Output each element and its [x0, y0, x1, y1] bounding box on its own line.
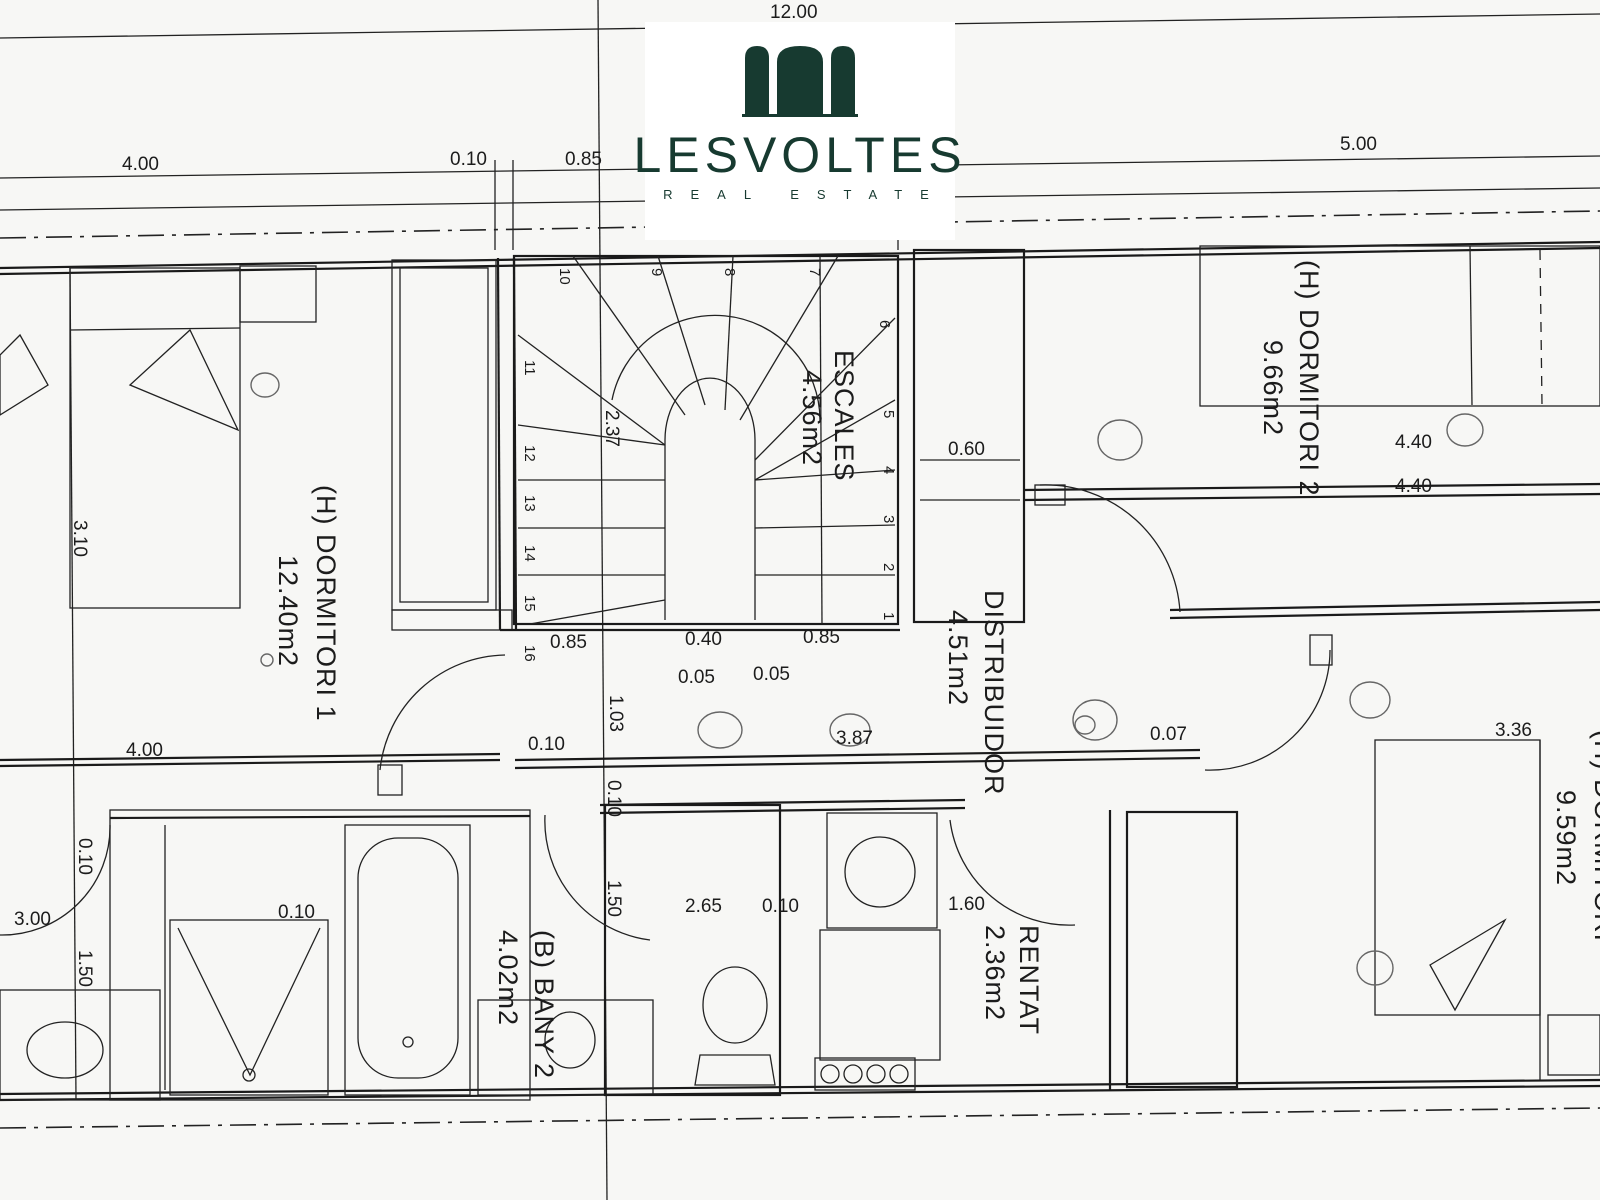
dim-bath-h: 1.50	[74, 950, 95, 987]
stair-step-number: 11	[521, 360, 538, 376]
room-dormitori-1-name: (H) DORMITORI 1	[311, 485, 341, 722]
stair-step-number: 6	[876, 320, 893, 328]
stair-step-number: 3	[880, 515, 897, 523]
dim-stair-gap-left: 0.05	[678, 667, 715, 688]
dim-corridor-h: 1.03	[605, 695, 626, 732]
dim-wall-v: 0.10	[603, 780, 624, 817]
room-escales-area: 4.56m2	[797, 370, 827, 466]
room-dormitori-3-name: (H) DORMITORI	[1589, 730, 1600, 942]
dim-total-width: 12.00	[770, 2, 818, 23]
dim-bath-h2: 1.50	[603, 880, 624, 917]
dim-left-mid: 4.00	[126, 740, 163, 761]
stair-step-number: 10	[556, 268, 573, 285]
dim-dorm2-w2: 4.40	[1395, 476, 1432, 497]
stair-step-number: 7	[806, 268, 823, 276]
stair-step-number: 12	[521, 445, 538, 462]
dim-dist-side: 0.60	[948, 439, 985, 460]
dim-bath-w: 2.65	[685, 896, 722, 917]
corridor-walls	[500, 628, 1201, 770]
room-distribuidor: DISTRIBUIDOR 4.51m2	[943, 590, 1009, 796]
room-bany-area: 4.02m2	[493, 930, 523, 1026]
dim-dorm1-height: 3.10	[69, 520, 90, 557]
dim-bath-left: 3.00	[14, 909, 51, 930]
stair-step-number: 14	[521, 545, 538, 562]
stair-step-number: 2	[880, 563, 897, 571]
bathroom-fixtures	[0, 798, 1239, 1101]
stair-step-number: 13	[521, 495, 538, 512]
dim-top-right: 5.00	[1340, 134, 1377, 155]
room-bany-name: (B) BANY 2	[529, 930, 559, 1079]
room-distribuidor-area: 4.51m2	[943, 610, 973, 706]
dim-right-mid: 3.36	[1495, 720, 1532, 741]
dim-mid-gap1: 0.10	[528, 734, 565, 755]
room-distribuidor-name: DISTRIBUIDOR	[979, 590, 1009, 796]
dim-bath-wall: 0.10	[278, 902, 315, 923]
dormitori-3-walls	[1374, 739, 1600, 1080]
dim-stair-core: 0.40	[685, 629, 722, 650]
room-dormitori-2-area: 9.66m2	[1258, 340, 1288, 436]
room-dormitori-1: (H) DORMITORI 1 12.40m2	[273, 485, 341, 722]
dormitori-2-walls	[912, 245, 1600, 771]
room-dormitori-3: (H) DORMITORI 9.59m2	[1551, 730, 1600, 942]
room-escales: ESCALES 4.56m2	[797, 350, 859, 482]
dim-top-gap: 0.10	[450, 149, 487, 170]
stair-step-number: 1	[880, 612, 897, 620]
stair-step-number: 16	[521, 645, 538, 662]
arches-icon	[742, 46, 858, 117]
brand-logo: LESVOLTES REAL ESTATE	[633, 22, 966, 240]
dim-top-stair: 0.85	[565, 149, 602, 170]
stair-step-number: 9	[648, 268, 665, 276]
room-rentat: RENTAT 2.36m2	[980, 925, 1044, 1035]
stair-step-number: 15	[521, 595, 538, 612]
brand-name: LESVOLTES	[633, 127, 966, 183]
pencil-marks	[250, 372, 1484, 986]
dim-mid-gap2: 0.07	[1150, 724, 1187, 745]
brand-tagline: REAL ESTATE	[663, 187, 947, 202]
stairs	[512, 254, 900, 626]
stair-step-number: 8	[721, 268, 738, 276]
dim-bath-gap: 0.10	[762, 896, 799, 917]
room-dormitori-3-area: 9.59m2	[1551, 790, 1581, 886]
dim-stair-run-right: 0.85	[803, 627, 840, 648]
dim-dorm2-w1: 4.40	[1395, 432, 1432, 453]
stair-step-number: 5	[880, 410, 897, 418]
lower-reference-line	[0, 1107, 1600, 1129]
dim-corridor-w: 3.87	[836, 728, 873, 749]
room-dormitori-1-area: 12.40m2	[273, 555, 303, 667]
dim-stair-run-left: 0.85	[550, 632, 587, 653]
room-rentat-area: 2.36m2	[980, 925, 1010, 1021]
dim-rentat-w: 1.60	[948, 894, 985, 915]
room-bany: (B) BANY 2 4.02m2	[493, 930, 559, 1079]
dim-top-left: 4.00	[122, 154, 159, 175]
dim-wall-h: 0.10	[74, 838, 95, 875]
room-dormitori-2: (H) DORMITORI 2 9.66m2	[1258, 260, 1324, 497]
room-rentat-name: RENTAT	[1014, 925, 1044, 1035]
stair-step-number: 4	[880, 466, 897, 474]
dim-stair-gap-right: 0.05	[753, 664, 790, 685]
room-escales-name: ESCALES	[829, 350, 859, 482]
dim-stair-num: 2.37	[601, 410, 622, 447]
room-dormitori-2-name: (H) DORMITORI 2	[1294, 260, 1324, 497]
